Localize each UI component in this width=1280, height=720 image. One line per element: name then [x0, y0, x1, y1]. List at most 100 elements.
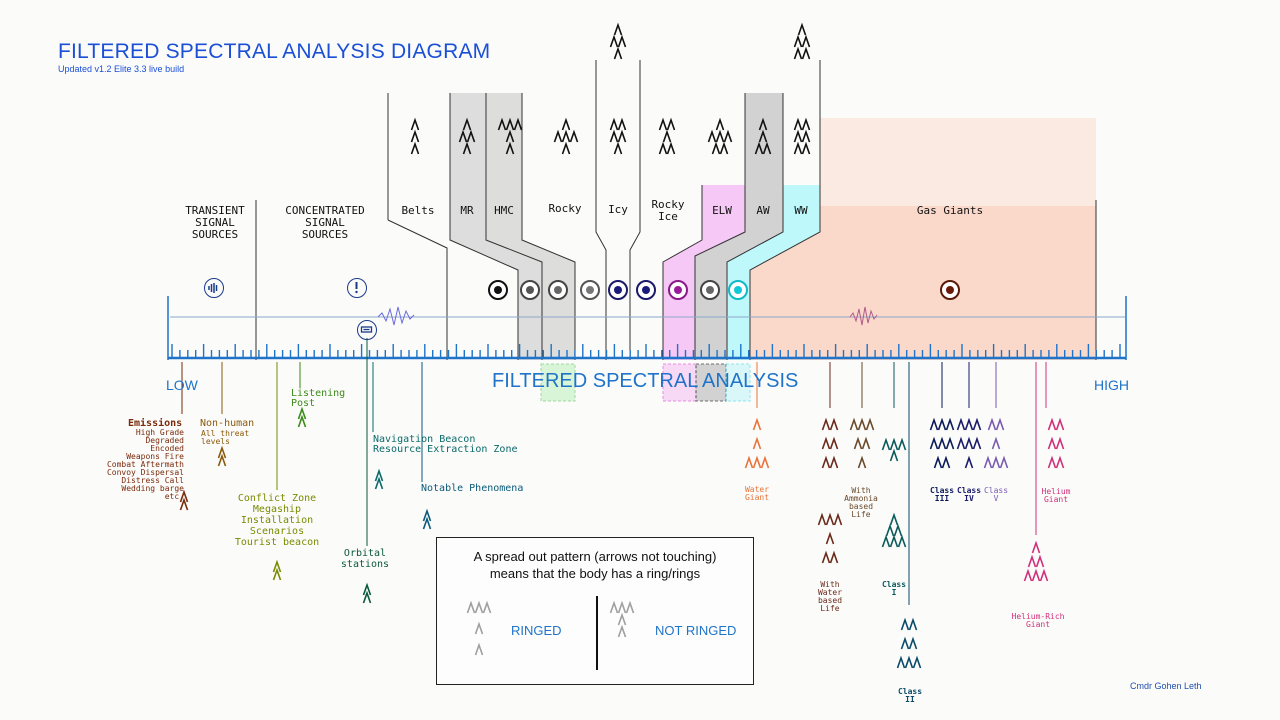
chevron-arrow [929, 419, 939, 431]
chevron-arrow [857, 457, 867, 469]
gas-giant-icon[interactable] [940, 280, 960, 300]
legend-text: A spread out pattern (arrows not touchin… [437, 548, 753, 582]
chevron-arrow [1031, 542, 1041, 554]
concentrated-signal-icon[interactable] [347, 278, 367, 298]
chevron-arrow [1055, 457, 1065, 469]
emissions-item: Encoded [150, 444, 184, 453]
chevron-arrow [793, 36, 803, 48]
class5-arrows [983, 419, 1009, 469]
chevron-arrow [801, 143, 811, 155]
chevron-arrow [897, 536, 907, 548]
header-transient: TRANSIENT SIGNAL SOURCES [185, 204, 245, 241]
class2-label: Class II [894, 688, 926, 704]
chevron-arrow [964, 457, 974, 469]
chevron-arrow [666, 143, 676, 155]
chevron-arrow [609, 131, 619, 143]
class4-label: Class IV [953, 487, 985, 503]
rocky-ice-arrows [658, 119, 676, 155]
rocky-ice-planet-icon[interactable] [636, 280, 656, 300]
hmc-planet-icon[interactable] [520, 280, 540, 300]
chevron-arrow [817, 514, 827, 526]
chevron-arrow [933, 457, 943, 469]
elw-planet-icon[interactable] [668, 280, 688, 300]
elw-arrows [707, 119, 733, 155]
chevron-arrow [617, 119, 627, 131]
chevron-arrow [801, 119, 811, 131]
aw-planet-icon[interactable] [700, 280, 720, 300]
header-concentrated: CONCENTRATED SIGNAL SOURCES [285, 204, 365, 241]
axis-low-label: LOW [166, 377, 198, 393]
chevron-arrow [889, 450, 899, 462]
chevron-arrow [715, 131, 725, 143]
label-line: Class [983, 486, 1009, 495]
class4-arrows [956, 419, 982, 469]
helium-rich-arrows [1023, 542, 1049, 582]
class1-arrows-2 [881, 514, 907, 548]
chevron-arrow [972, 438, 982, 450]
icy-planet-icon[interactable] [608, 280, 628, 300]
chevron-arrow [715, 119, 725, 131]
axis-high-label: HIGH [1094, 377, 1129, 393]
chevron-arrow [821, 438, 831, 450]
header-rocky-ice: Rocky Ice [651, 198, 685, 223]
class5-label: Class V [980, 487, 1012, 503]
chevron-arrow [1039, 570, 1049, 582]
orbital-stations-label: Orbital stations [340, 548, 390, 570]
chevron-arrow [929, 438, 939, 450]
helium-arrows [1047, 419, 1065, 469]
mr-planet-icon[interactable] [488, 280, 508, 300]
conflict-line: Tourist beacon [234, 537, 320, 548]
lane-lines [167, 60, 1097, 360]
chevron-arrow [853, 438, 863, 450]
station-icon[interactable] [357, 320, 377, 340]
chevron-arrow [793, 48, 803, 60]
chevron-arrow [1047, 419, 1057, 431]
nav-beacon-label: Navigation Beacon [373, 434, 476, 445]
emissions-list: High Grade Degraded Encoded Weapons Fire… [98, 429, 184, 501]
label-line: With [851, 486, 871, 495]
chevron-arrow [1031, 570, 1041, 582]
label-line: Water [744, 485, 770, 494]
rocky-planet-icon[interactable] [548, 280, 568, 300]
label-line: II [905, 695, 915, 704]
chevron-arrow [983, 457, 993, 469]
chevron-arrow [752, 438, 762, 450]
belts-arrows [410, 119, 420, 155]
chevron-arrow [821, 552, 831, 564]
chevron-arrow [991, 438, 1001, 450]
chevron-arrow [1055, 438, 1065, 450]
chevron-arrow [956, 419, 966, 431]
label-line: Class [956, 486, 982, 495]
chevron-arrow [217, 455, 227, 467]
chevron-arrow [937, 419, 947, 431]
transient-signal-icon[interactable] [204, 278, 224, 298]
chevron-arrow [995, 419, 1005, 431]
header-elw: ELW [712, 204, 732, 217]
header-hmc: HMC [494, 204, 514, 217]
chevron-arrow [821, 457, 831, 469]
page-title: FILTERED SPECTRAL ANALYSIS DIAGRAM [58, 40, 491, 63]
header-ww: WW [794, 204, 808, 217]
chevron-arrow [829, 419, 839, 431]
chevron-arrow [991, 457, 1001, 469]
header-gas-giants: Gas Giants [916, 204, 984, 217]
chevron-arrow [613, 24, 623, 36]
author-credit: Cmdr Gohen Leth [1130, 681, 1202, 691]
chevron-arrow [900, 638, 910, 650]
chevron-arrow [793, 143, 803, 155]
chevron-arrow [885, 525, 895, 537]
ww-planet-icon[interactable] [728, 280, 748, 300]
conflict-line: Scenarios [249, 526, 305, 537]
chevron-arrow [613, 143, 623, 155]
chevron-arrow [889, 514, 899, 526]
rocky2-planet-icon[interactable] [580, 280, 600, 300]
chevron-arrow [723, 131, 733, 143]
label-line: Life [851, 510, 871, 519]
nonhuman-title: Non-human [200, 418, 255, 429]
emissions-item: Distress Call [121, 476, 184, 485]
chevron-arrow [945, 438, 955, 450]
label-line: I [891, 588, 897, 597]
water-life-arrows-1 [821, 419, 839, 469]
class1-arrows-1 [881, 439, 907, 462]
